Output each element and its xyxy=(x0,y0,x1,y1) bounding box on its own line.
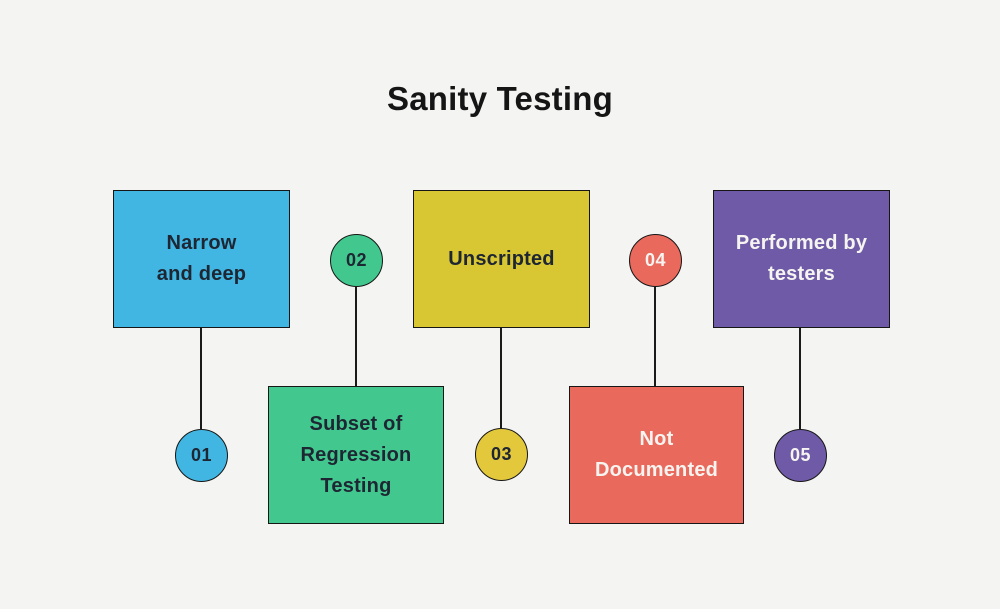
number-badge-02: 02 xyxy=(330,234,383,287)
feature-box-performed-by-testers: Performed by testers xyxy=(713,190,890,328)
feature-box-label: Unscripted xyxy=(448,247,555,270)
diagram-title: Sanity Testing xyxy=(387,80,613,117)
badge-number: 04 xyxy=(644,250,667,270)
feature-box-subset-of-regression-testing: Subset of Regression Testing xyxy=(268,386,444,524)
feature-box-not-documented: Not Documented xyxy=(569,386,744,524)
feature-box-label: Not Documented xyxy=(594,428,719,481)
number-badge-05: 05 xyxy=(774,429,827,482)
connector-line-01 xyxy=(200,328,202,429)
feature-box-narrow-and-deep: Narrow and deep xyxy=(113,190,290,328)
badge-number: 02 xyxy=(345,250,368,270)
badge-number: 01 xyxy=(190,445,213,465)
number-badge-01: 01 xyxy=(175,429,228,482)
connector-line-04 xyxy=(654,287,656,386)
number-badge-04: 04 xyxy=(629,234,682,287)
connector-line-05 xyxy=(799,328,801,429)
number-badge-03: 03 xyxy=(475,428,528,481)
feature-box-label: Narrow and deep xyxy=(156,232,247,285)
feature-box-label: Subset of Regression Testing xyxy=(300,412,412,497)
feature-box-unscripted: Unscripted xyxy=(413,190,590,328)
connector-line-02 xyxy=(355,287,357,386)
connector-line-03 xyxy=(500,328,502,428)
feature-box-label: Performed by testers xyxy=(735,232,868,285)
badge-number: 03 xyxy=(490,444,513,464)
badge-number: 05 xyxy=(789,445,812,465)
